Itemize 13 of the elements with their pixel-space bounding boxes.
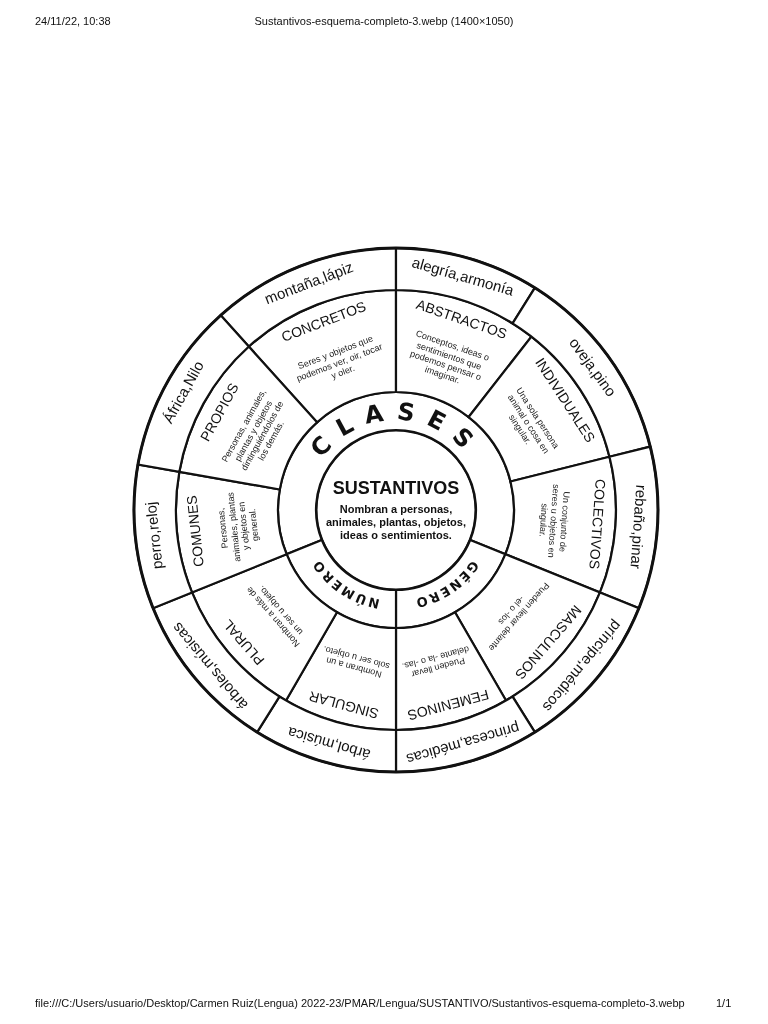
header-text: 24/11/22, 10:38 (35, 15, 111, 27)
sector-title: COMUNES (184, 494, 208, 568)
center-description: Nombran a personas, animales, plantas, objetos, ideas o sentimientos. (325, 502, 467, 543)
header-text: Sustantivos-esquema-completo-3.webp (1400×1050) (254, 15, 514, 27)
footer-text: 1/1 (716, 997, 732, 1009)
example-words: rebaño,pinar (627, 484, 650, 570)
center-title: SUSTANTIVOS (332, 477, 460, 499)
sector-description: Un conjunto de seres u objetos en singular. (536, 483, 572, 561)
footer-text: file:///C:/Users/usuario/Desktop/Carmen Ruiz(Lengua) 2022-23/PMAR/Lengua/SUSTANTIVO/Sustantivos-esquema-completo-3.webp (35, 997, 685, 1009)
sector-description: Pueden llevar delante -la o -las. (400, 643, 472, 682)
sector-description: Personas, animales, plantas y objetos en general. (215, 490, 262, 565)
example-words: perro,reloj (142, 500, 167, 570)
sector-title: COLECTIVOS (585, 478, 608, 570)
